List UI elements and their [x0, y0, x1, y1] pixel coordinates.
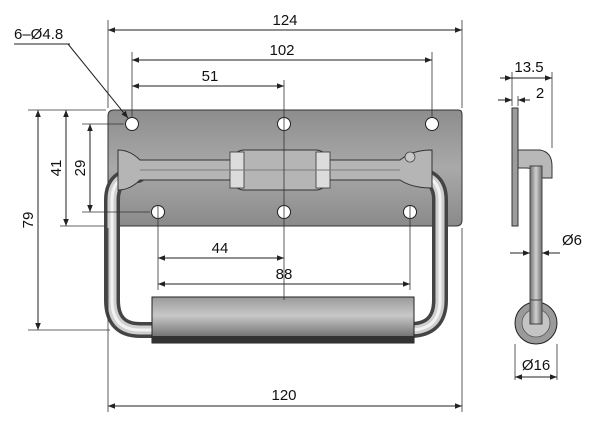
dim-29-label: 29 [72, 160, 89, 177]
extension-lines [28, 20, 463, 412]
dim-120-label: 120 [271, 387, 296, 404]
dim-102-label: 102 [269, 42, 294, 59]
hole [125, 117, 139, 131]
side-rod [529, 165, 543, 313]
grip-tube [151, 296, 415, 344]
dimension-lines [14, 27, 462, 409]
side-grip [514, 299, 558, 345]
dim-grip-diameter-label: Ø16 [522, 357, 550, 374]
dim-rod-diameter-label: Ø6 [562, 232, 582, 249]
dim-88-label: 88 [276, 266, 293, 283]
hole [425, 117, 439, 131]
side-view: 13.5 2 Ø6 Ø16 [498, 59, 582, 380]
front-view: 6–Ø4.8 124 102 51 44 88 120 79 41 29 [14, 12, 463, 412]
dim-124-label: 124 [272, 12, 297, 29]
hinge-band [117, 149, 433, 191]
dim-13-5-label: 13.5 [514, 59, 543, 76]
dimension-labels: 6–Ø4.8 124 102 51 44 88 120 79 41 29 [14, 12, 298, 404]
dim-44-label: 44 [212, 240, 229, 257]
dim-51-label: 51 [202, 68, 219, 85]
side-plate [511, 107, 519, 227]
side-dimension-labels: 13.5 2 Ø6 Ø16 [514, 59, 582, 374]
dim-2-label: 2 [536, 85, 544, 102]
side-hinge [517, 149, 553, 179]
side-dimension-lines [498, 75, 560, 380]
hole-callout-label: 6–Ø4.8 [14, 26, 63, 43]
dim-79-label: 79 [20, 212, 37, 229]
dim-41-label: 41 [48, 160, 65, 177]
